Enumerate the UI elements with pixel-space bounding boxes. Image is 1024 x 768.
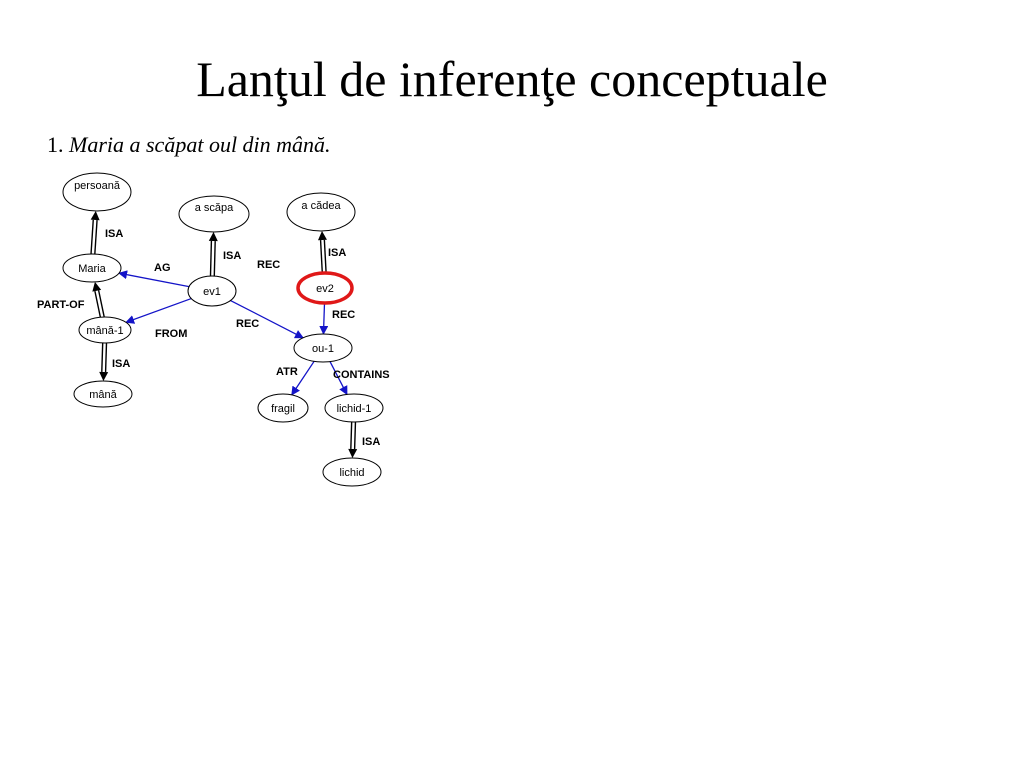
- node-label-mana: mână: [89, 389, 117, 401]
- node-label-ascapa: a scăpa: [195, 202, 234, 214]
- node-label-ev1: ev1: [203, 286, 221, 298]
- node-ellipse-maria: [62, 253, 122, 283]
- edge-mana1-mana: [99, 342, 109, 382]
- node-label-ou1: ou-1: [312, 343, 334, 355]
- node-ellipse-ev1: [187, 275, 237, 307]
- edge-ou1-lichid1: [329, 361, 348, 396]
- node-label-lichid1: lichid-1: [337, 403, 372, 415]
- edge-ev2-ou1: [319, 302, 329, 335]
- sentence-number: 1.: [47, 132, 64, 157]
- node-label-persoana: persoană: [74, 180, 121, 192]
- node-ou1: ou-1: [293, 333, 353, 363]
- node-mana1: mână-1: [78, 316, 132, 344]
- edge-label-isa-lichid1-lichid: ISA: [362, 436, 380, 448]
- node-lichid1: lichid-1: [324, 393, 384, 423]
- node-maria: Maria: [62, 253, 122, 283]
- edge-ev1-ou1: [230, 299, 304, 339]
- edge-ev2-acadea: [317, 230, 327, 274]
- edge-ev1-ascapa: [208, 231, 218, 277]
- edge-label-rec-ev1-ou1: REC: [236, 318, 259, 330]
- node-label-lichid: lichid: [339, 467, 364, 479]
- node-lichid: lichid: [322, 457, 382, 487]
- node-label-mana1: mână-1: [86, 325, 123, 337]
- node-ellipse-mana: [73, 380, 133, 408]
- edge-label-contains-ou1-lichid1: CONTAINS: [333, 369, 390, 381]
- node-ellipse-lichid1: [324, 393, 384, 423]
- node-ellipse-persoana: [62, 172, 132, 212]
- node-label-acadea: a cădea: [301, 200, 341, 212]
- edge-ev1-mana1: [125, 297, 192, 324]
- node-fragil: fragil: [257, 393, 309, 423]
- edge-label-isa-ev2-acadea: ISA: [328, 247, 346, 259]
- node-ascapa: a scăpa: [178, 195, 250, 233]
- edge-lichid1-lichid: [348, 421, 358, 459]
- node-ellipse-ascapa: [178, 195, 250, 233]
- node-ev2: ev2: [296, 271, 354, 305]
- edge-label-from-ev1-mana1: FROM: [155, 328, 187, 340]
- slide-title: Lanţul de inferenţe conceptuale: [196, 51, 828, 107]
- edge-label-ag-ev1-maria: AG: [154, 262, 171, 274]
- edge-maria-persoana: [90, 210, 100, 255]
- node-ellipse-acadea: [286, 192, 356, 232]
- node-ellipse-mana1: [78, 316, 132, 344]
- edge-label-isa-ev1-ascapa: ISA: [223, 250, 241, 262]
- node-label-fragil: fragil: [271, 403, 295, 415]
- node-ellipse-lichid: [322, 457, 382, 487]
- node-mana: mână: [73, 380, 133, 408]
- edge-label-part-of-mana1-maria: PART-OF: [37, 299, 85, 311]
- edge-mana1-maria: [92, 281, 105, 318]
- example-sentence: 1. Maria a scăpat oul din mână.: [47, 131, 331, 159]
- node-ellipse-fragil: [257, 393, 309, 423]
- node-label-ev2: ev2: [316, 283, 334, 295]
- floating-label-rec-top: REC: [257, 259, 280, 271]
- edge-label-isa-mana1-mana: ISA: [112, 358, 130, 370]
- edge-ev1-maria: [118, 270, 190, 288]
- edge-label-isa-maria-persoana: ISA: [105, 228, 123, 240]
- node-persoana: persoană: [62, 172, 132, 212]
- edge-label-rec-ev2-ou1: REC: [332, 309, 355, 321]
- node-ellipse-ev2: [296, 271, 354, 305]
- node-ev1: ev1: [187, 275, 237, 307]
- edge-ou1-fragil: [291, 360, 315, 396]
- node-label-maria: Maria: [78, 263, 106, 275]
- node-ellipse-ou1: [293, 333, 353, 363]
- sentence-text: Maria a scăpat oul din mână.: [69, 132, 331, 157]
- node-acadea: a cădea: [286, 192, 356, 232]
- edge-label-atr-ou1-fragil: ATR: [276, 366, 298, 378]
